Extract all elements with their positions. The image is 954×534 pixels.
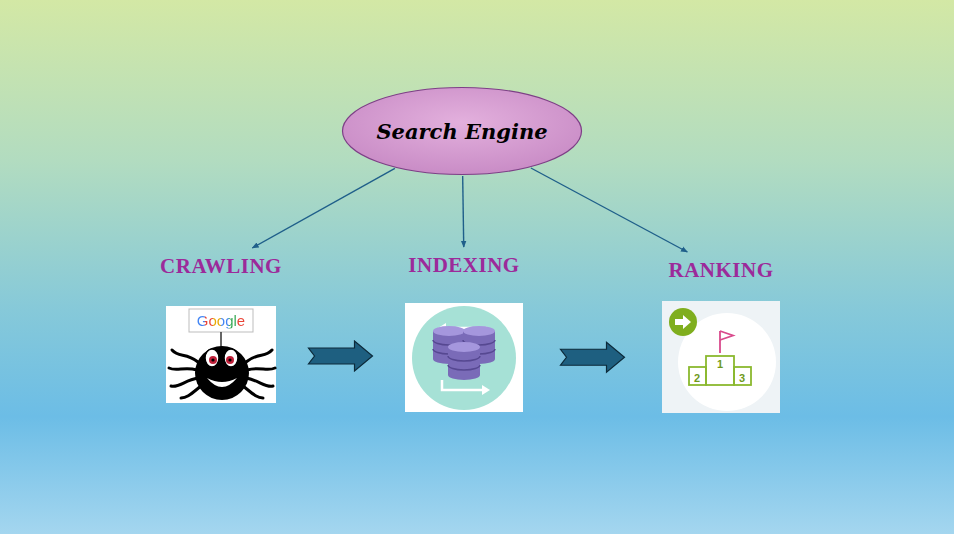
icon-frame	[405, 303, 523, 412]
stage-heading: INDEXING	[408, 253, 519, 277]
podium-number: 1	[717, 358, 723, 370]
connector-arrow	[531, 168, 687, 252]
icon-frame	[662, 301, 780, 413]
spider-icon	[166, 306, 276, 403]
podium-icon	[662, 301, 780, 413]
database-icon	[405, 303, 523, 412]
stage-node: RANKING 1 2 3	[642, 258, 800, 413]
podium-number: 2	[694, 372, 700, 384]
stage-heading: RANKING	[668, 258, 773, 282]
stage-node: INDEXING	[385, 253, 543, 412]
ellipse-node: Search Engine	[341, 86, 583, 176]
node-title: Search Engine	[376, 119, 547, 144]
connector-arrow	[463, 176, 464, 247]
stage-node: CRAWLING Google	[146, 254, 296, 403]
block-arrow	[561, 342, 625, 372]
logo-label: Google	[197, 312, 245, 329]
stage-heading: CRAWLING	[160, 254, 282, 278]
podium-number: 3	[739, 372, 745, 384]
block-arrow	[309, 341, 373, 371]
connector-arrow	[252, 168, 395, 248]
